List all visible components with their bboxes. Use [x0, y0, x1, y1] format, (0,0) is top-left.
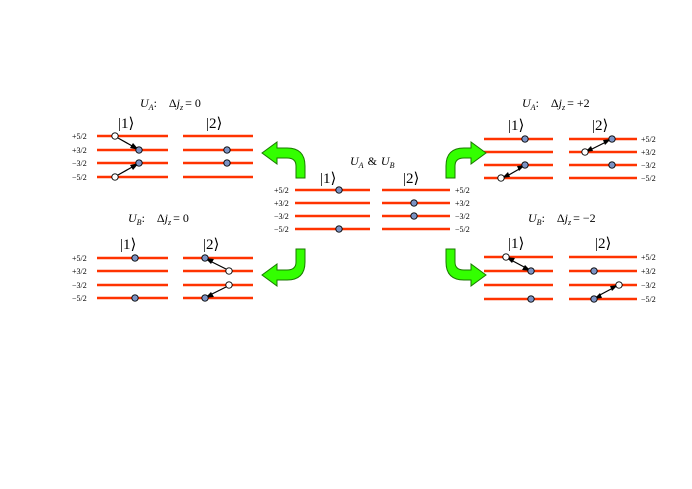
occupied-state-dot: [527, 267, 535, 275]
occupied-state-dot: [527, 295, 535, 303]
bottom-left-title: UB:Δjz= 0: [128, 211, 189, 227]
top-left-ket-1: |1⟩: [118, 116, 134, 132]
level-label: −5/2: [641, 174, 656, 183]
empty-state-dot: [225, 281, 233, 289]
curved-arrow-to-top-left: [261, 141, 306, 179]
occupied-state-dot: [590, 267, 598, 275]
center-level-label: −3/2: [274, 212, 289, 221]
occupied-state-dot: [410, 199, 418, 207]
empty-state-dot: [497, 174, 505, 182]
occupied-state-dot: [223, 159, 231, 167]
level-label: +3/2: [641, 148, 656, 157]
bottom-right-title: UB:Δjz= −2: [528, 211, 596, 227]
bottom-right-ket-1: |1⟩: [508, 236, 524, 252]
occupied-state-dot: [521, 135, 529, 143]
top-left-title: UA:Δjz= 0: [140, 96, 201, 112]
center-panel: UA&UB |1⟩ |2⟩ +5/2 +3/2 −3/2 −5/2 +5/2 +…: [274, 154, 470, 234]
bottom-left-panel: UB:Δjz= 0 |1⟩ |2⟩ +5/2 +3/2 −3/2 −5/2: [72, 211, 253, 303]
transition-arrow: [510, 259, 527, 269]
level-label: −5/2: [641, 295, 656, 304]
top-right-ket-2: |2⟩: [592, 118, 608, 134]
empty-state-dot: [111, 173, 119, 181]
bottom-right-panel: UB:Δjz= −2 |1⟩ |2⟩ +5/2 +3/2 −3/2 −5/2: [484, 211, 656, 304]
occupied-state-dot: [201, 254, 209, 262]
center-level-label: −3/2: [455, 212, 470, 221]
curved-arrow-to-bottom-right: [445, 248, 487, 287]
level-label: +5/2: [641, 253, 656, 262]
empty-state-dot: [502, 253, 510, 261]
occupied-state-dot: [410, 212, 418, 220]
bottom-right-ket-2: |2⟩: [595, 236, 611, 252]
occupied-state-dot: [223, 146, 231, 154]
center-level-label: +5/2: [274, 186, 289, 195]
curved-arrow-to-bottom-left: [261, 248, 306, 287]
occupied-state-dot: [201, 294, 209, 302]
occupied-state-dot: [608, 161, 616, 169]
occupied-state-dot: [521, 161, 529, 169]
center-level-label: −5/2: [455, 225, 470, 234]
center-ket-2: |2⟩: [403, 171, 419, 187]
top-right-panel: UA:Δjz= +2 |1⟩ |2⟩ +5/2 +3/2 −3/2 −5/2: [484, 96, 656, 183]
transition-arrow: [589, 141, 607, 151]
transition-arrow: [117, 137, 135, 148]
bottom-left-ket-1: |1⟩: [120, 237, 136, 253]
top-right-ket-1: |1⟩: [508, 118, 524, 134]
transition-arrow: [209, 260, 227, 270]
curved-arrow-to-top-right: [445, 141, 487, 179]
bottom-left-ket-2: |2⟩: [203, 237, 219, 253]
occupied-state-dot: [135, 146, 143, 154]
level-label: +3/2: [72, 267, 87, 276]
top-left-panel: UA:Δjz= 0 |1⟩ |2⟩ +5/2 +3/2 −3/2 −5/2: [72, 96, 253, 182]
empty-state-dot: [615, 281, 623, 289]
occupied-state-dot: [135, 159, 143, 167]
center-title: UA&UB: [350, 154, 395, 170]
empty-state-dot: [225, 267, 233, 275]
level-label: −5/2: [72, 294, 87, 303]
level-label: +5/2: [72, 254, 87, 263]
level-label: −3/2: [641, 161, 656, 170]
level-label: −3/2: [641, 281, 656, 290]
empty-state-dot: [581, 148, 589, 156]
center-level-label: +3/2: [455, 199, 470, 208]
occupied-state-dot: [608, 135, 616, 143]
occupied-state-dot: [131, 254, 139, 262]
empty-state-dot: [111, 132, 119, 140]
level-label: −3/2: [72, 159, 87, 168]
level-label: −3/2: [72, 281, 87, 290]
occupied-state-dot: [590, 295, 598, 303]
occupied-state-dot: [335, 225, 343, 233]
level-label: −5/2: [72, 173, 87, 182]
center-level-label: −5/2: [274, 225, 289, 234]
level-label: +5/2: [72, 132, 87, 141]
top-right-title: UA:Δjz= +2: [522, 96, 590, 112]
occupied-state-dot: [131, 294, 139, 302]
level-label: +3/2: [72, 146, 87, 155]
center-level-label: +3/2: [274, 199, 289, 208]
transition-arrow: [117, 165, 135, 176]
center-level-label: +5/2: [455, 186, 470, 195]
transition-arrow: [209, 286, 227, 296]
top-left-ket-2: |2⟩: [206, 116, 222, 132]
occupied-state-dot: [335, 186, 343, 194]
level-label: +3/2: [641, 267, 656, 276]
center-ket-1: |1⟩: [320, 171, 336, 187]
level-label: +5/2: [641, 135, 656, 144]
